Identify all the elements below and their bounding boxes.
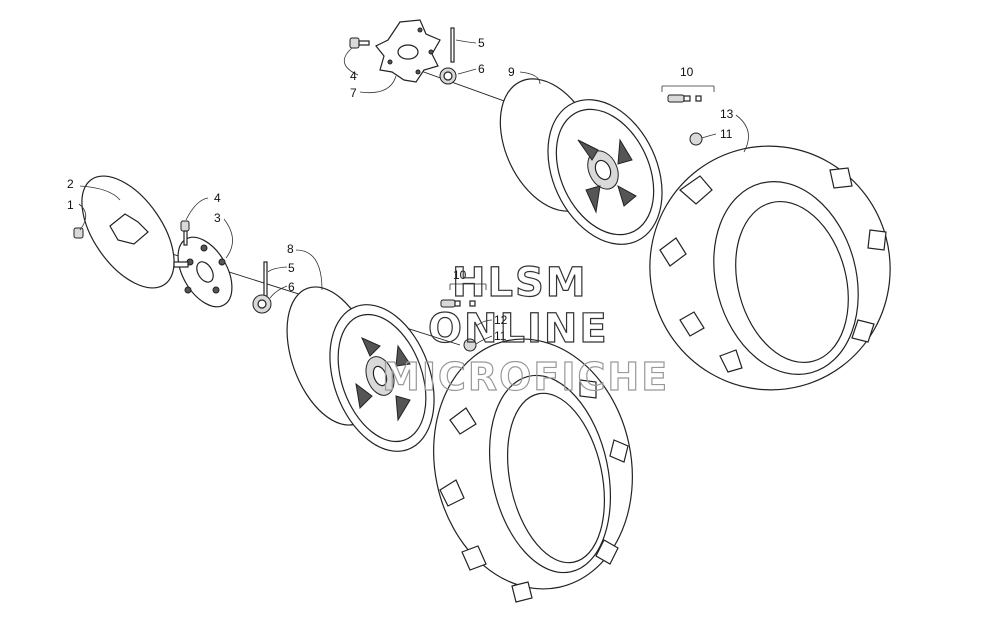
callout-6: 6 [478, 62, 485, 76]
cotter-pin-left [263, 261, 268, 297]
callout-6: 6 [288, 280, 295, 294]
castle-nut-left [252, 294, 272, 314]
callout-5: 5 [478, 36, 485, 50]
rim-front [286, 286, 435, 452]
callout-labels: 1 2 3 4 4 5 5 6 6 7 8 9 10 10 11 11 12 1… [67, 36, 734, 343]
hub-upper [375, 19, 441, 83]
watermark-line3: MICROFICHE [382, 355, 669, 399]
bolt-upper [349, 37, 370, 49]
hub-left [173, 236, 233, 308]
rim-rear [499, 78, 663, 245]
watermark: HLSM ONLINE MICROFICHE [381, 259, 669, 399]
lug-nut-rear [689, 132, 703, 146]
callout-4: 4 [214, 191, 221, 205]
callout-11: 11 [494, 329, 507, 343]
callout-10: 10 [680, 65, 694, 79]
castle-nut-upper [439, 67, 457, 85]
callout-13: 13 [720, 107, 734, 121]
callout-1: 1 [67, 198, 74, 212]
callout-2: 2 [67, 177, 74, 191]
callout-9: 9 [508, 65, 515, 79]
watermark-line2: ONLINE [428, 306, 609, 352]
callout-5: 5 [288, 261, 295, 275]
cotter-pin-upper [450, 27, 455, 63]
stud-bolt-left [180, 220, 190, 246]
callout-12: 12 [494, 313, 508, 327]
callout-3: 3 [214, 211, 221, 225]
watermark-line1: HLSM [452, 260, 588, 306]
lug-nut-front [463, 338, 477, 352]
valve-stem-front [440, 299, 476, 308]
callout-8: 8 [287, 242, 294, 256]
leader-lines [78, 39, 749, 345]
brake-disc [81, 175, 175, 289]
callout-11: 11 [720, 127, 733, 141]
valve-stem-rear [667, 94, 702, 103]
callout-10: 10 [453, 268, 467, 282]
callout-7: 7 [350, 86, 357, 100]
tire-front [433, 338, 633, 603]
disc-bolt [73, 227, 84, 239]
callout-4: 4 [350, 69, 357, 83]
tire-rear [649, 145, 891, 391]
